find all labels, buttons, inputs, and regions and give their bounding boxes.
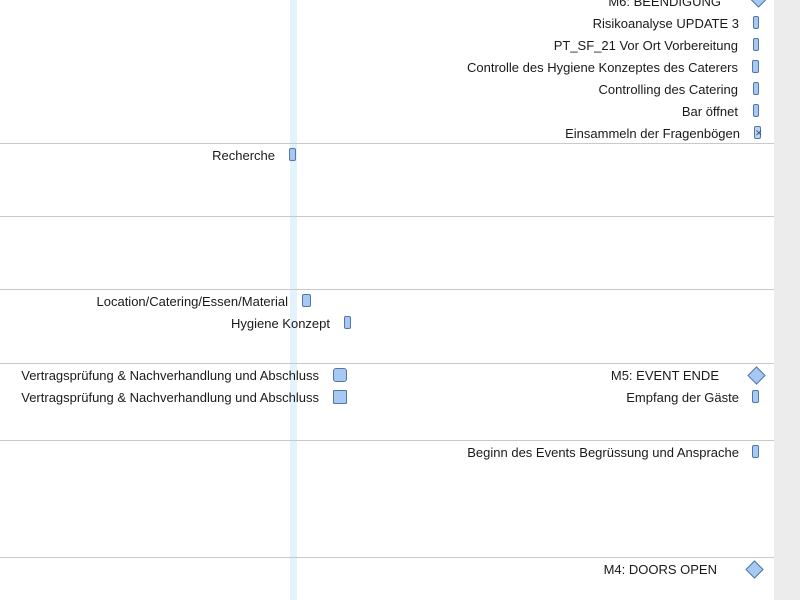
task-bar[interactable]: ✕ <box>754 126 763 139</box>
row-divider <box>0 289 774 290</box>
task-label: Einsammeln der Fragenbögen <box>565 126 740 141</box>
milestone-label: M6: BEENDIGUNG <box>608 0 721 9</box>
task-bar[interactable] <box>753 104 759 117</box>
task-label: Risikoanalyse UPDATE 3 <box>592 16 739 31</box>
row-divider <box>0 363 774 364</box>
task-bar[interactable] <box>344 316 351 329</box>
task-bar[interactable] <box>333 368 347 382</box>
diamond-icon[interactable] <box>745 560 764 579</box>
diamond-icon[interactable] <box>747 366 766 385</box>
task-label: Vertragsprüfung & Nachverhandlung und Ab… <box>21 368 319 383</box>
task-bar[interactable] <box>289 148 296 161</box>
cancelled-icon: ✕ <box>755 128 763 138</box>
row-divider <box>0 557 774 558</box>
task-label: Bar öffnet <box>681 104 738 119</box>
task-bar[interactable] <box>752 60 759 73</box>
task-label: Controlle des Hygiene Konzeptes des Cate… <box>467 60 738 75</box>
task-label: Hygiene Konzept <box>230 316 330 331</box>
task-label: PT_SF_21 Vor Ort Vorbereitung <box>553 38 738 53</box>
task-label: Vertragsprüfung & Nachverhandlung und Ab… <box>21 390 319 405</box>
task-bar[interactable] <box>753 38 759 51</box>
task-bar[interactable] <box>753 82 759 95</box>
diamond-icon[interactable] <box>749 0 768 8</box>
row-divider <box>0 143 774 144</box>
task-label: Recherche <box>212 148 275 163</box>
milestone-label: M4: DOORS OPEN <box>603 562 717 577</box>
today-marker-line <box>290 0 297 600</box>
task-label: Location/Catering/Essen/Material <box>96 294 289 309</box>
task-bar[interactable] <box>302 294 311 307</box>
row-divider <box>0 216 774 217</box>
task-bar[interactable] <box>752 390 759 403</box>
scroll-gutter[interactable] <box>774 0 800 600</box>
task-label: Controlling des Catering <box>598 82 738 97</box>
task-bar[interactable] <box>333 390 347 404</box>
task-label: Beginn des Events Begrüssung und Ansprac… <box>467 445 739 460</box>
row-divider <box>0 440 774 441</box>
milestone-label: M5: EVENT ENDE <box>610 368 719 383</box>
task-bar[interactable] <box>753 16 759 29</box>
task-label: Empfang der Gäste <box>626 390 739 405</box>
task-bar[interactable] <box>752 445 759 458</box>
